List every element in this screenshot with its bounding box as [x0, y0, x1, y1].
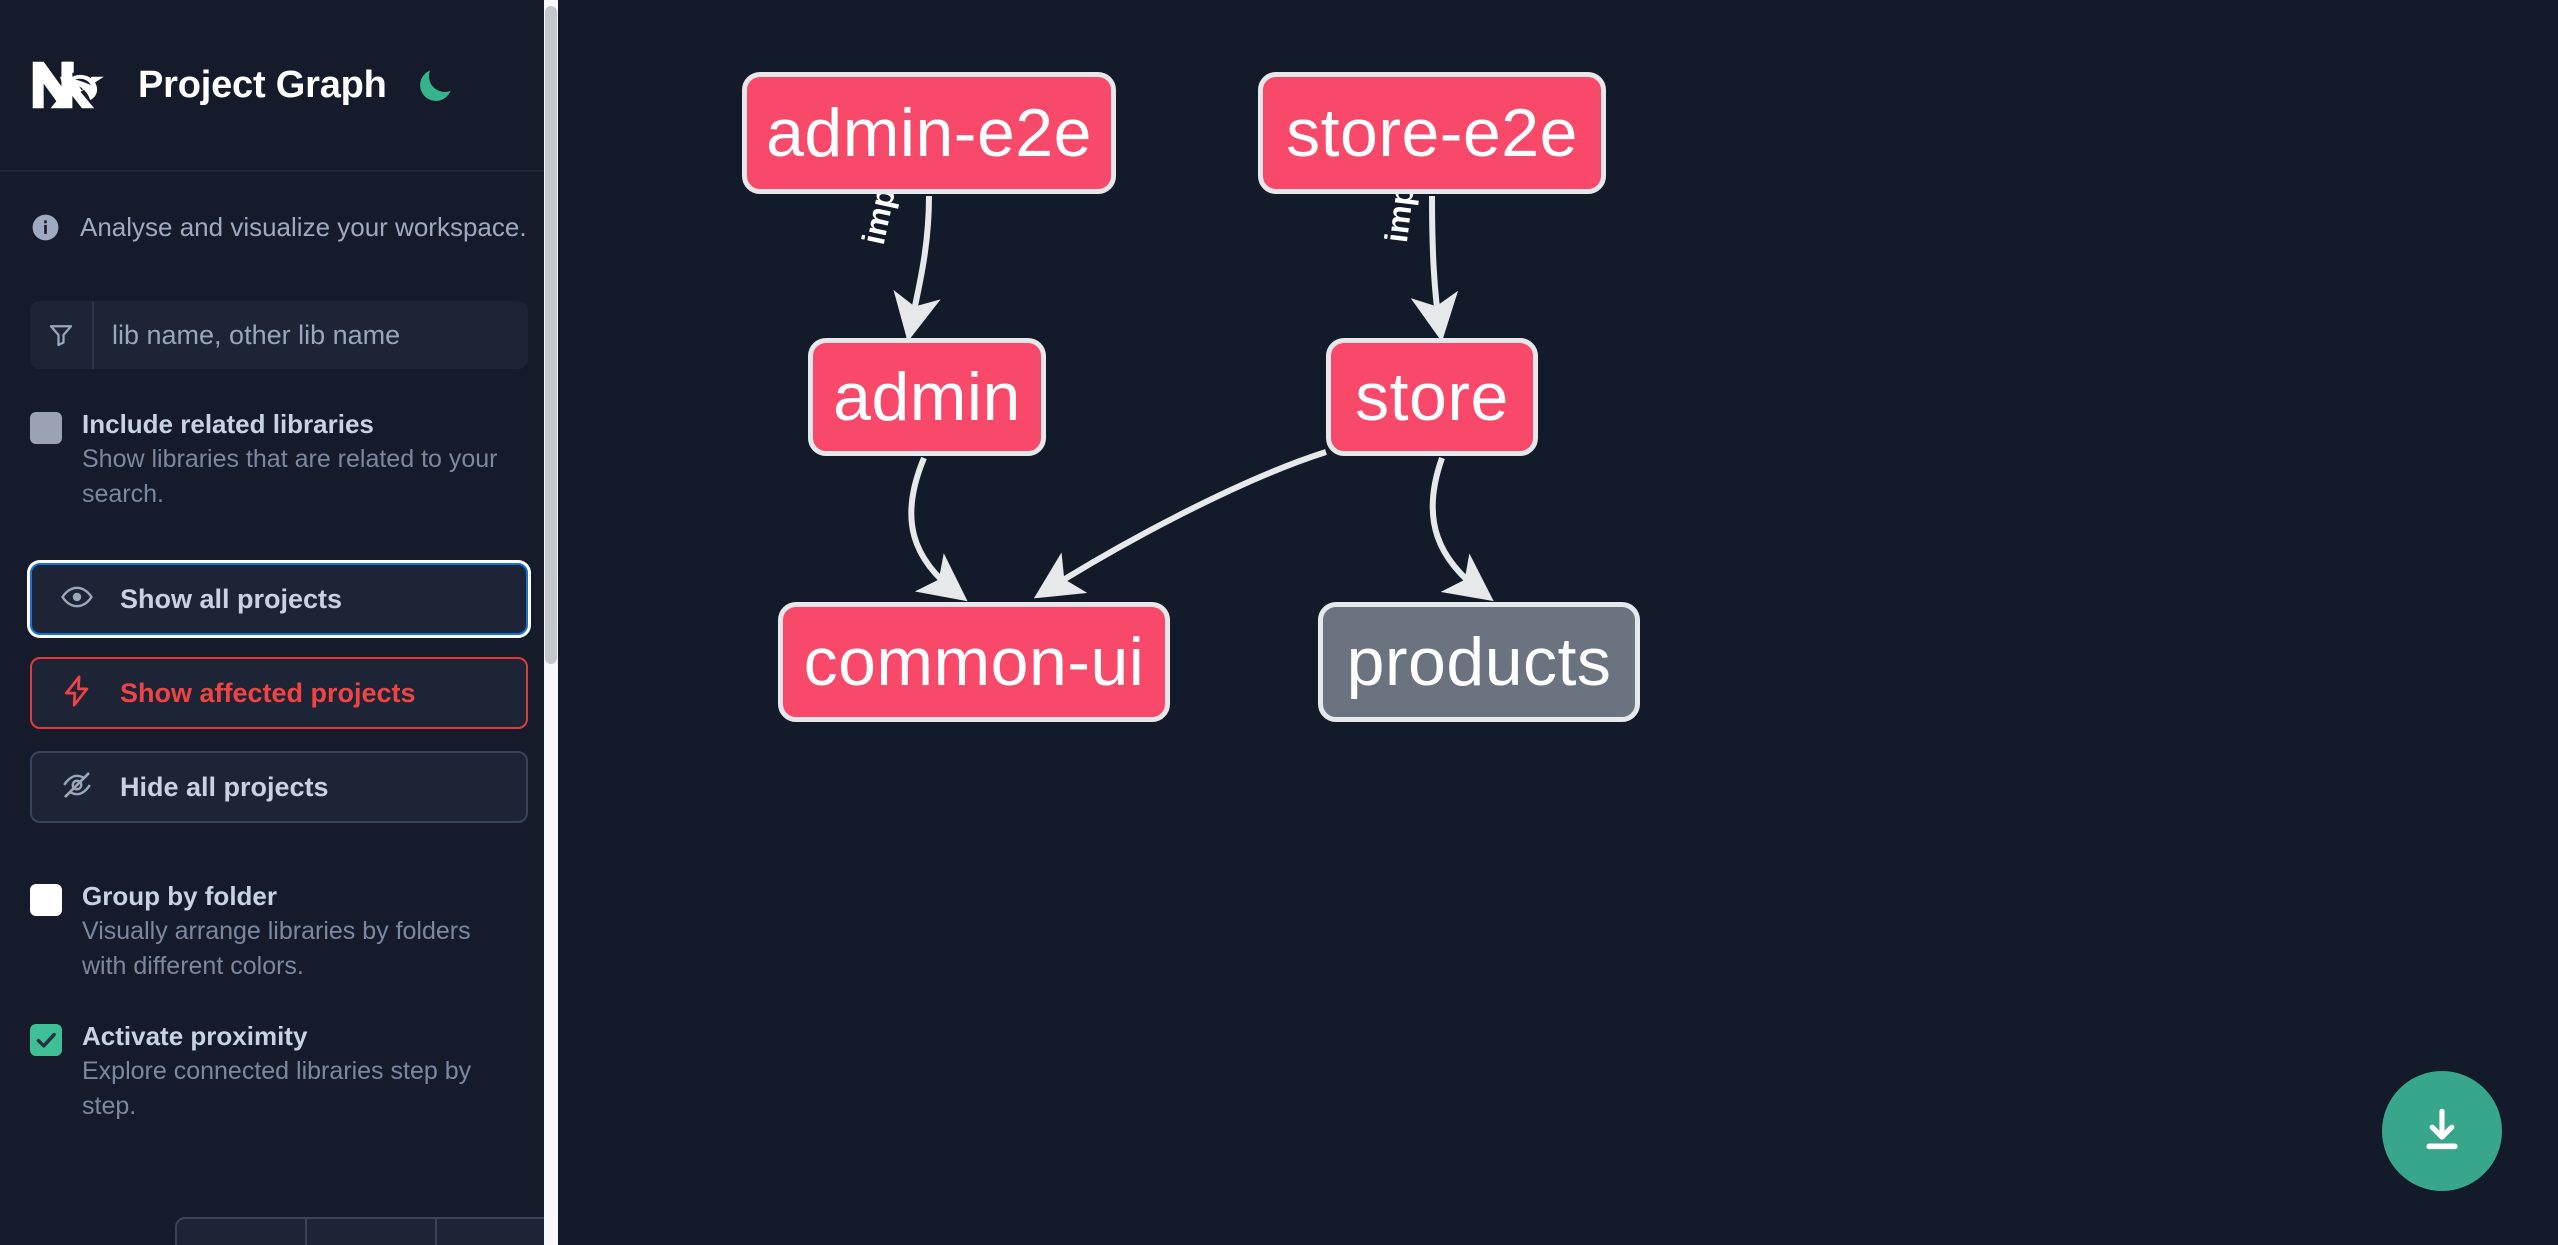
graph-node-products[interactable]: products — [1318, 602, 1640, 722]
graph-node-label: products — [1346, 624, 1612, 700]
page-title: Project Graph — [138, 63, 387, 106]
search-input[interactable] — [94, 301, 528, 369]
projects-button-group: Show all projects Show affected projects — [0, 563, 558, 824]
graph-node-store-e2e[interactable]: store-e2e — [1258, 72, 1606, 194]
show-all-projects-label: Show all projects — [120, 583, 343, 614]
funnel-icon — [30, 301, 94, 369]
checkbox-label: Activate proximity — [82, 1021, 308, 1052]
checkbox-text: Group by folder Visually arrange librari… — [82, 879, 502, 983]
graph-node-label: store — [1355, 359, 1509, 435]
edge-admin-to-common-ui — [908, 456, 968, 602]
tagline: Analyse and visualize your workspace. — [0, 172, 558, 243]
checkbox-label: Include related libraries — [82, 409, 374, 439]
graph-node-store[interactable]: store — [1326, 338, 1538, 456]
show-all-projects-button[interactable]: Show all projects — [30, 563, 528, 636]
graph-node-admin[interactable]: admin — [808, 338, 1046, 456]
checkbox-activate-proximity[interactable]: Activate proximity Explore connected lib… — [0, 1019, 558, 1123]
segment-option-1[interactable] — [177, 1219, 307, 1245]
show-affected-projects-button[interactable]: Show affected projects — [30, 657, 528, 730]
checkbox-description: Show libraries that are related to your … — [82, 445, 498, 508]
graph-edges — [893, 195, 1494, 602]
checkbox-group-by-folder[interactable]: Group by folder Visually arrange librari… — [0, 879, 558, 983]
segment-option-3[interactable] — [437, 1219, 558, 1245]
sidebar-header: Project Graph — [0, 0, 558, 172]
sidebar-scrollbar[interactable] — [544, 0, 558, 1245]
eye-off-icon — [60, 768, 94, 807]
edge-store-to-common-ui — [1033, 449, 1327, 599]
graph-node-label: common-ui — [803, 624, 1145, 700]
download-button[interactable] — [2382, 1071, 2502, 1191]
sidebar-scrollbar-thumb[interactable] — [545, 6, 557, 664]
hide-all-projects-label: Hide all projects — [120, 771, 329, 802]
checkbox-box[interactable] — [30, 1024, 62, 1057]
eye-icon — [60, 580, 94, 619]
checkbox-text: Activate proximity Explore connected lib… — [82, 1019, 502, 1123]
download-icon — [2414, 1102, 2470, 1161]
checkbox-include-related-libraries[interactable]: Include related libraries Show libraries… — [0, 407, 558, 511]
tagline-text: Analyse and visualize your workspace. — [80, 212, 527, 242]
checkbox-label: Group by folder — [82, 881, 277, 912]
checkbox-box[interactable] — [30, 884, 62, 917]
graph-node-common-ui[interactable]: common-ui — [778, 602, 1170, 722]
segment-option-2[interactable] — [307, 1219, 437, 1245]
hide-all-projects-button[interactable]: Hide all projects — [30, 751, 528, 824]
graph-node-label: store-e2e — [1286, 95, 1578, 171]
info-icon — [30, 212, 61, 243]
graph-node-admin-e2e[interactable]: admin-e2e — [742, 72, 1116, 194]
filter-box — [30, 301, 528, 369]
graph-node-label: admin — [833, 359, 1021, 435]
segmented-control[interactable] — [175, 1217, 558, 1245]
nx-logo-icon — [30, 59, 112, 111]
graph-canvas[interactable]: implicit implicit admin-e2e store-e2e ad… — [558, 0, 2558, 1245]
checkbox-description: Explore connected libraries step by step… — [82, 1057, 472, 1120]
checkbox-text: Include related libraries Show libraries… — [82, 407, 502, 511]
graph-node-label: admin-e2e — [766, 95, 1092, 171]
edge-admin-e2e-to-admin — [893, 195, 941, 342]
edge-store-e2e-to-store — [1410, 195, 1459, 342]
lightning-bolt-icon — [60, 674, 94, 713]
edge-store-to-products — [1429, 456, 1494, 602]
checkbox-description: Visually arrange libraries by folders wi… — [82, 917, 471, 980]
moon-icon[interactable] — [413, 63, 457, 107]
checkbox-box[interactable] — [30, 412, 62, 444]
show-affected-projects-label: Show affected projects — [120, 677, 416, 708]
sidebar: Project Graph Analyse and visualize your… — [0, 0, 558, 1245]
